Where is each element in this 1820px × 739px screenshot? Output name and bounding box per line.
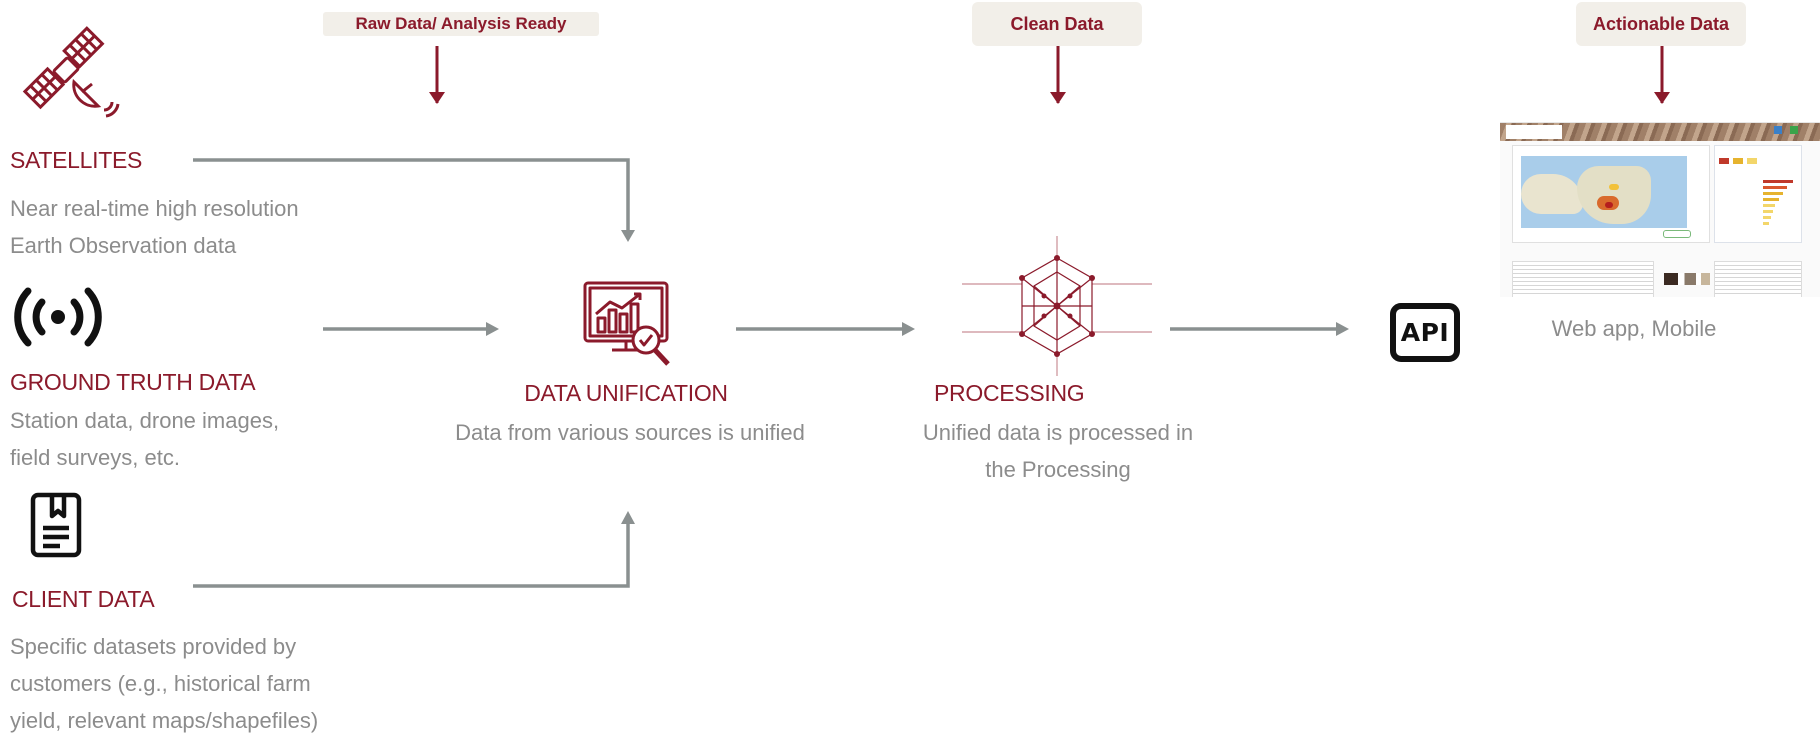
client-data-title: CLIENT DATA — [12, 586, 155, 612]
stage-badge-raw: Raw Data/ Analysis Ready — [323, 12, 599, 36]
processing-description: Unified data is processed in the Process… — [900, 414, 1216, 488]
stage-badge-actionable-label: Actionable Data — [1592, 14, 1730, 34]
satellite-icon — [22, 26, 120, 118]
satellites-desc-line2: Earth Observation data — [10, 233, 237, 258]
thumbnail-bar-panel — [1714, 145, 1802, 243]
api-icon: API — [1390, 303, 1460, 362]
stage-badge-actionable: Actionable Data — [1576, 2, 1746, 46]
thumbnail-image-strip — [1664, 273, 1710, 285]
arrow-satellites-head — [621, 230, 635, 242]
arrow-unification-head — [902, 322, 915, 336]
ground-desc-line2: field surveys, etc. — [10, 445, 180, 470]
arrow-clean-head — [1050, 92, 1066, 104]
processing-desc-line2: the Processing — [985, 457, 1131, 482]
arrow-actionable-head — [1654, 92, 1670, 104]
stage-badge-raw-label: Raw Data/ Analysis Ready — [355, 14, 567, 33]
analytics-monitor-icon — [583, 281, 670, 366]
thumbnail-text-panel-left — [1512, 261, 1654, 297]
api-label: API — [1400, 318, 1450, 347]
satellites-title: SATELLITES — [10, 147, 143, 173]
processing-title: PROCESSING — [934, 380, 1085, 406]
data-unification-description: Data from various sources is unified — [455, 420, 805, 445]
ground-desc-line1: Station data, drone images, — [10, 408, 280, 433]
processing-network-icon — [962, 236, 1152, 376]
arrow-client-head — [621, 511, 635, 524]
thumbnail-map-panel — [1512, 145, 1710, 243]
document-icon — [30, 492, 82, 558]
output-description: Web app, Mobile — [1551, 316, 1717, 341]
ground-truth-title: GROUND TRUTH DATA — [10, 369, 256, 395]
thumbnail-text-panel-right — [1714, 261, 1802, 297]
arrow-satellites-to-unification — [193, 158, 630, 234]
client-data-description: Specific datasets provided by customers … — [10, 628, 370, 739]
data-unification-title: DATA UNIFICATION — [524, 380, 728, 406]
client-desc-line3: yield, relevant maps/shapefiles) — [10, 708, 319, 733]
client-desc-line2: customers (e.g., historical farm — [10, 671, 311, 696]
arrow-ground-head — [486, 322, 499, 336]
arrow-processing-head — [1336, 322, 1349, 336]
satellites-desc-line1: Near real-time high resolution — [10, 196, 299, 221]
web-app-screenshot-thumbnail — [1500, 122, 1820, 297]
thumbnail-header — [1500, 123, 1820, 141]
processing-desc-line1: Unified data is processed in — [922, 420, 1194, 445]
broadcast-icon — [14, 287, 102, 347]
arrow-raw-head — [429, 92, 445, 104]
client-desc-line1: Specific datasets provided by — [10, 634, 297, 659]
stage-badge-clean: Clean Data — [972, 2, 1142, 46]
satellites-description: Near real-time high resolution Earth Obs… — [10, 190, 350, 264]
ground-truth-description: Station data, drone images, field survey… — [10, 402, 350, 476]
arrow-client-to-unification — [193, 520, 630, 588]
stage-badge-clean-label: Clean Data — [1010, 14, 1104, 34]
